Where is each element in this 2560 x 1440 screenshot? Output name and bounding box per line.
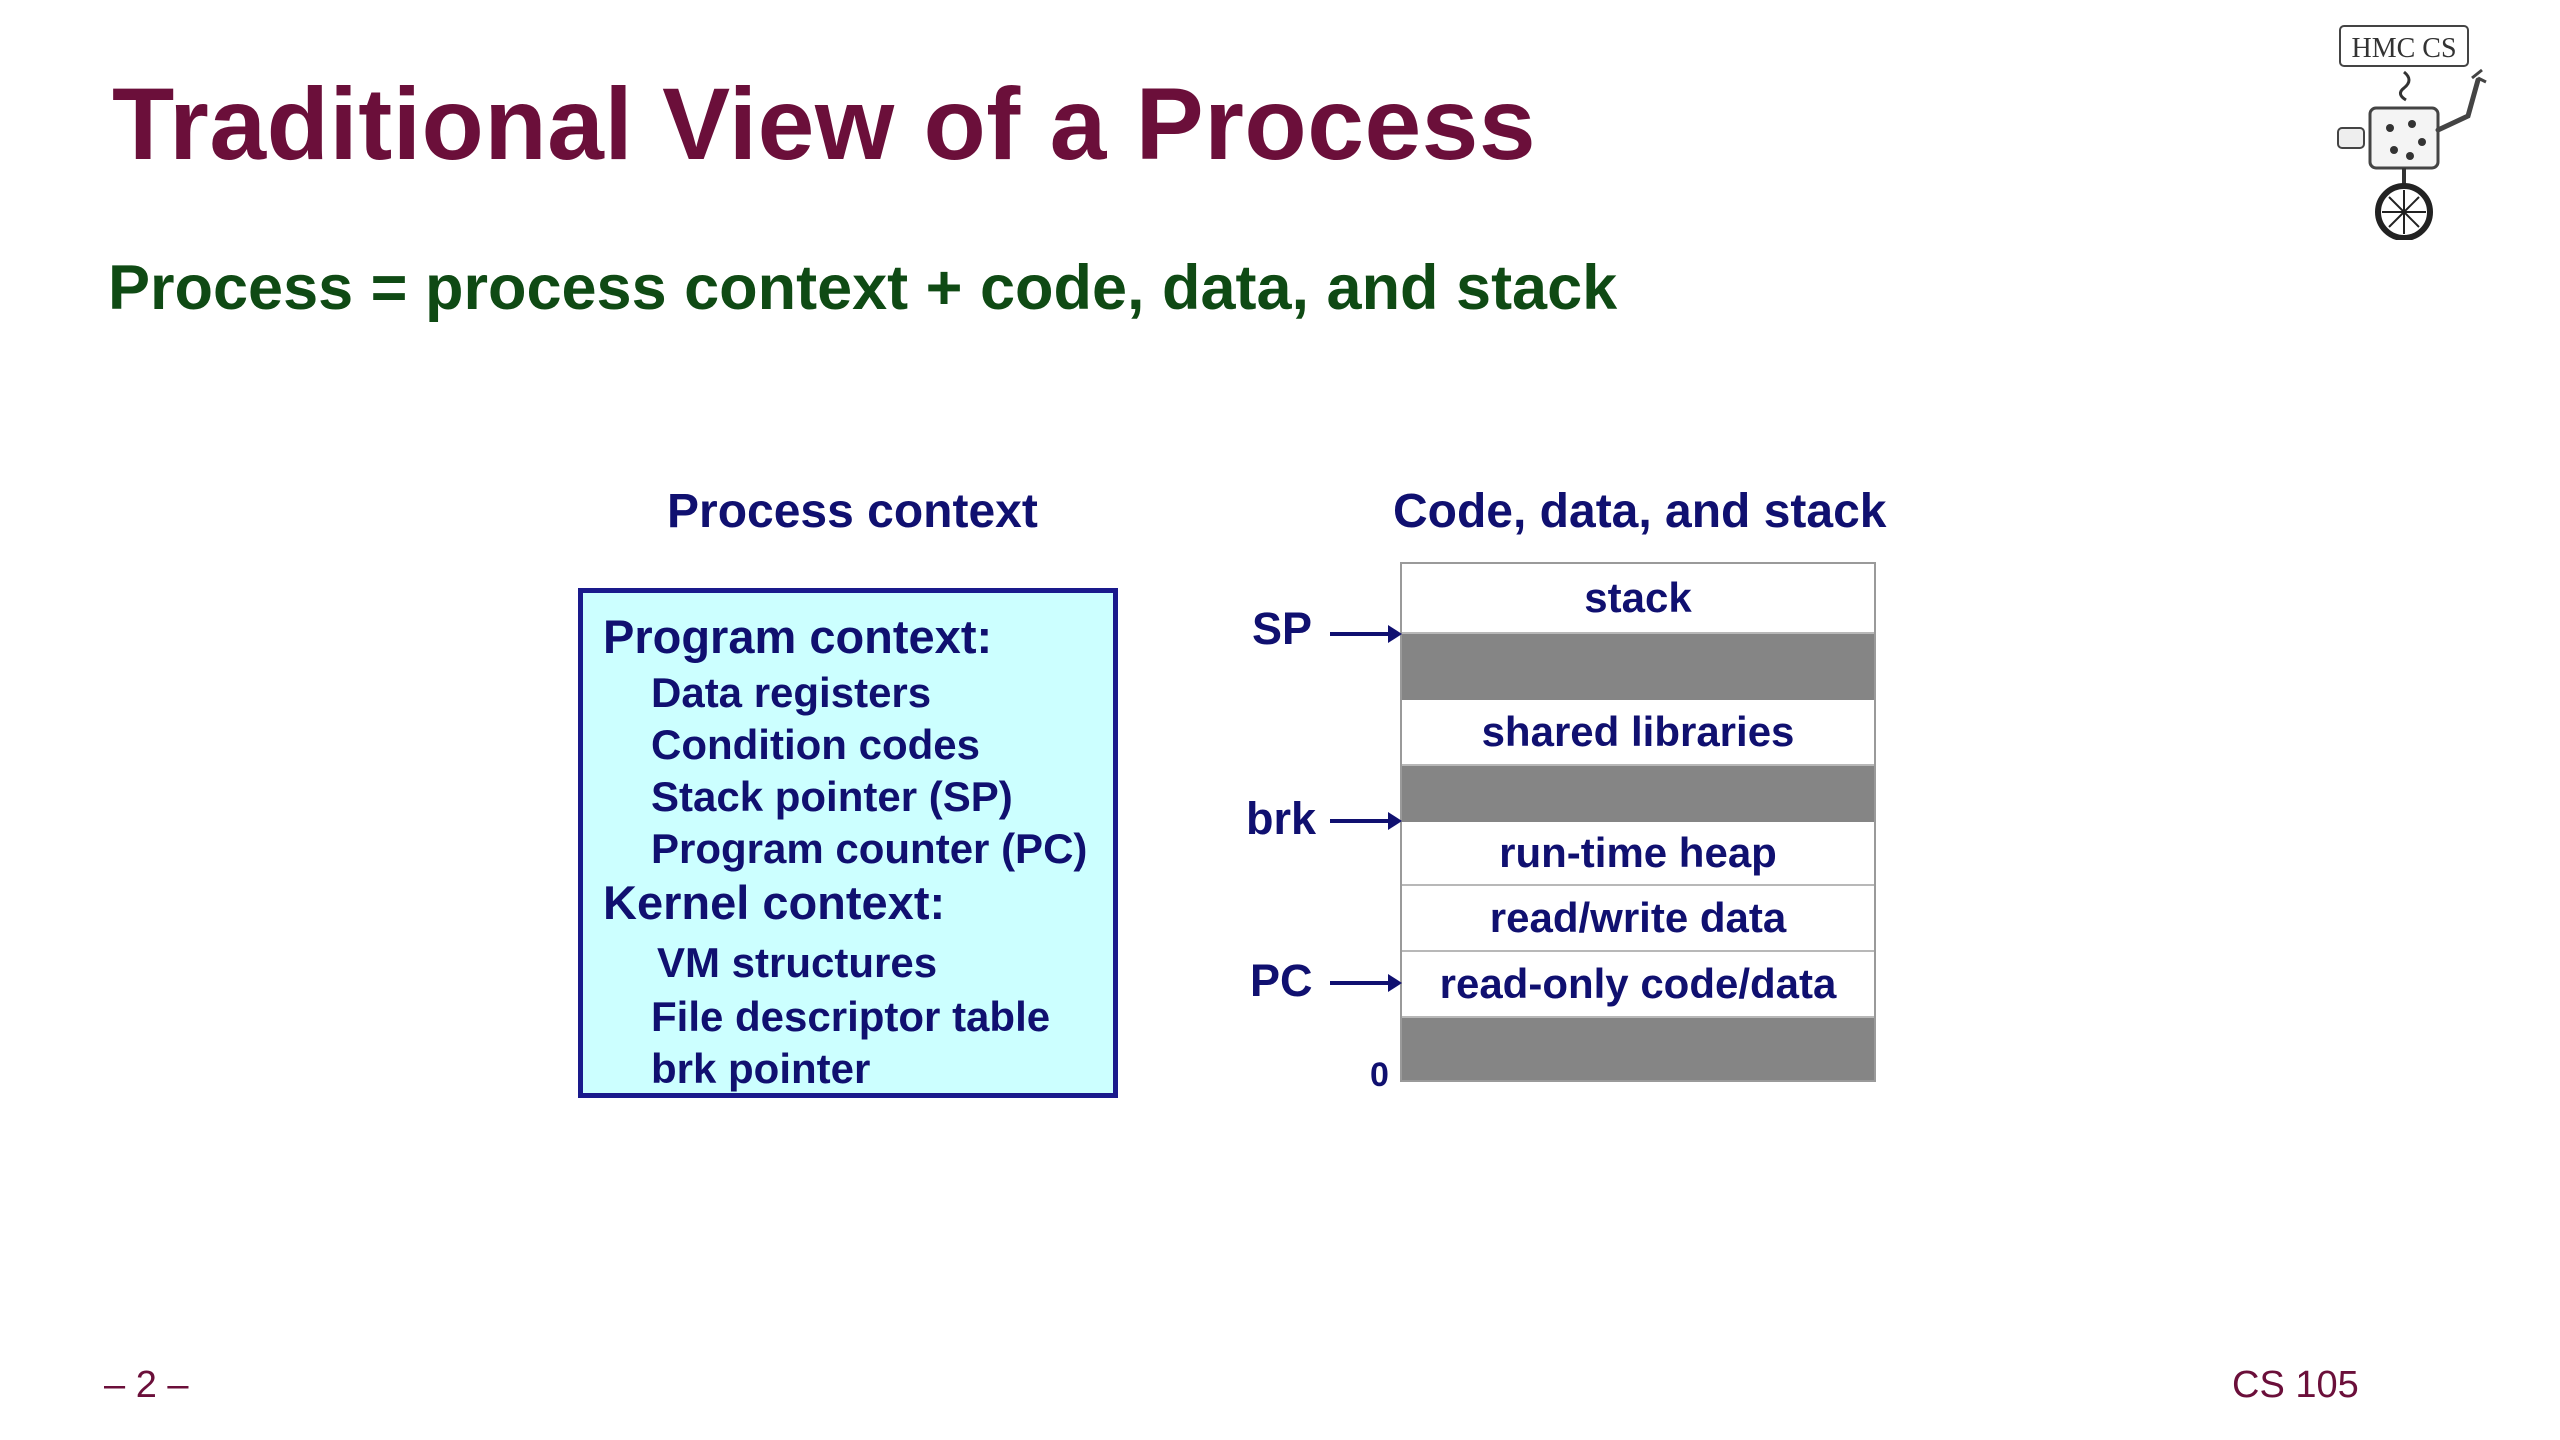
segment-gap: [1402, 766, 1874, 822]
segment-stack: stack: [1402, 564, 1874, 634]
kernel-context-item: brk pointer: [651, 1045, 871, 1092]
brk-arrow-icon: [1330, 812, 1402, 830]
brk-pointer-label: brk: [1246, 793, 1317, 844]
program-context-item: Stack pointer (SP): [651, 773, 1013, 820]
logo-text: HMC CS: [2351, 33, 2456, 64]
pc-pointer-label: PC: [1250, 955, 1313, 1006]
memory-heading: Code, data, and stack: [1393, 485, 1887, 538]
address-space-diagram: stack shared libraries run-time heap rea…: [1400, 562, 1876, 1082]
pc-arrow-icon: [1330, 974, 1402, 992]
address-zero-label: 0: [1370, 1056, 1389, 1094]
slide-subtitle: Process = process context + code, data, …: [108, 253, 1618, 323]
kernel-context-item: VM structures: [657, 939, 938, 986]
page-number: – 2 –: [104, 1364, 189, 1406]
program-context-item: Program counter (PC): [651, 825, 1088, 872]
hmc-cs-logo-icon: HMC CS: [2337, 25, 2487, 240]
segment-read-only-code-data: read-only code/data: [1402, 952, 1874, 1018]
program-context-heading: Program context:: [603, 610, 993, 663]
kernel-context-item: File descriptor table: [651, 993, 1051, 1040]
kernel-context-heading: Kernel context:: [603, 876, 946, 929]
segment-run-time-heap: run-time heap: [1402, 822, 1874, 886]
process-context-heading: Process context: [667, 485, 1038, 538]
process-context-box: Program context: Data registers Conditio…: [578, 588, 1118, 1098]
segment-gap: [1402, 634, 1874, 700]
program-context-item: Data registers: [651, 669, 932, 716]
segment-read-write-data: read/write data: [1402, 886, 1874, 952]
sp-arrow-icon: [1330, 625, 1402, 643]
course-label: CS 105: [2232, 1364, 2359, 1406]
sp-pointer-label: SP: [1252, 603, 1313, 654]
program-context-item: Condition codes: [651, 721, 980, 768]
slide-title: Traditional View of a Process: [112, 67, 1537, 181]
segment-shared-libraries: shared libraries: [1402, 700, 1874, 766]
segment-gap: [1402, 1018, 1874, 1080]
